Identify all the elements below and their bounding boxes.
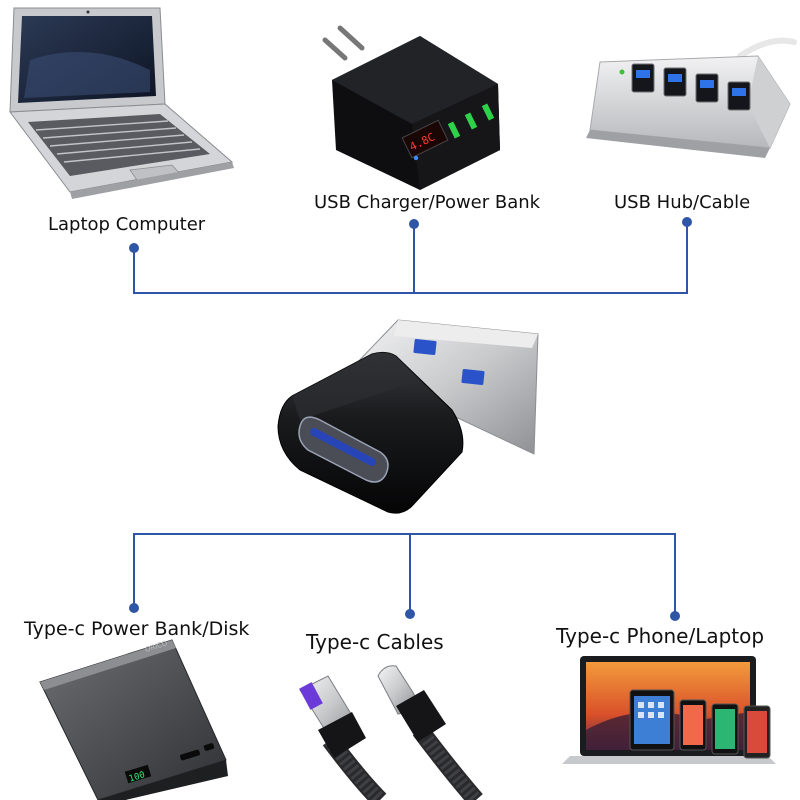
label-laptop-computer: Laptop Computer [48, 214, 206, 235]
power-bank-image: ORICO 100 [39, 639, 228, 800]
label-type-c-cables: Type-c Cables [306, 630, 444, 654]
label-usb-charger: USB Charger/Power Bank [314, 192, 541, 213]
bottom-connector-lines [133, 533, 676, 616]
dot-cables [405, 609, 415, 619]
dot-powerbank [129, 603, 139, 613]
label-type-c-power-bank: Type-c Power Bank/Disk [24, 618, 250, 640]
dot-laptop [129, 243, 139, 253]
laptop-image [9, 7, 234, 199]
usb-adapter-image [277, 319, 539, 514]
top-connector-lines [133, 222, 688, 294]
usb-charger-image: 4.8C [322, 25, 500, 190]
label-type-c-phone-laptop: Type-c Phone/Laptop [556, 624, 765, 648]
type-c-cables-image [299, 665, 483, 800]
bottom-connector-bus [133, 533, 676, 616]
top-connector-dots [129, 217, 692, 253]
phone-laptop-image [562, 656, 776, 764]
dot-hub [682, 217, 692, 227]
usb-hub-image [586, 37, 797, 158]
label-usb-hub: USB Hub/Cable [614, 192, 751, 213]
svg-text:100: 100 [128, 770, 146, 784]
bottom-connector-dots [129, 603, 680, 621]
top-connector-bus [133, 222, 688, 294]
dot-charger [409, 219, 419, 229]
dot-phone-laptop [670, 611, 680, 621]
